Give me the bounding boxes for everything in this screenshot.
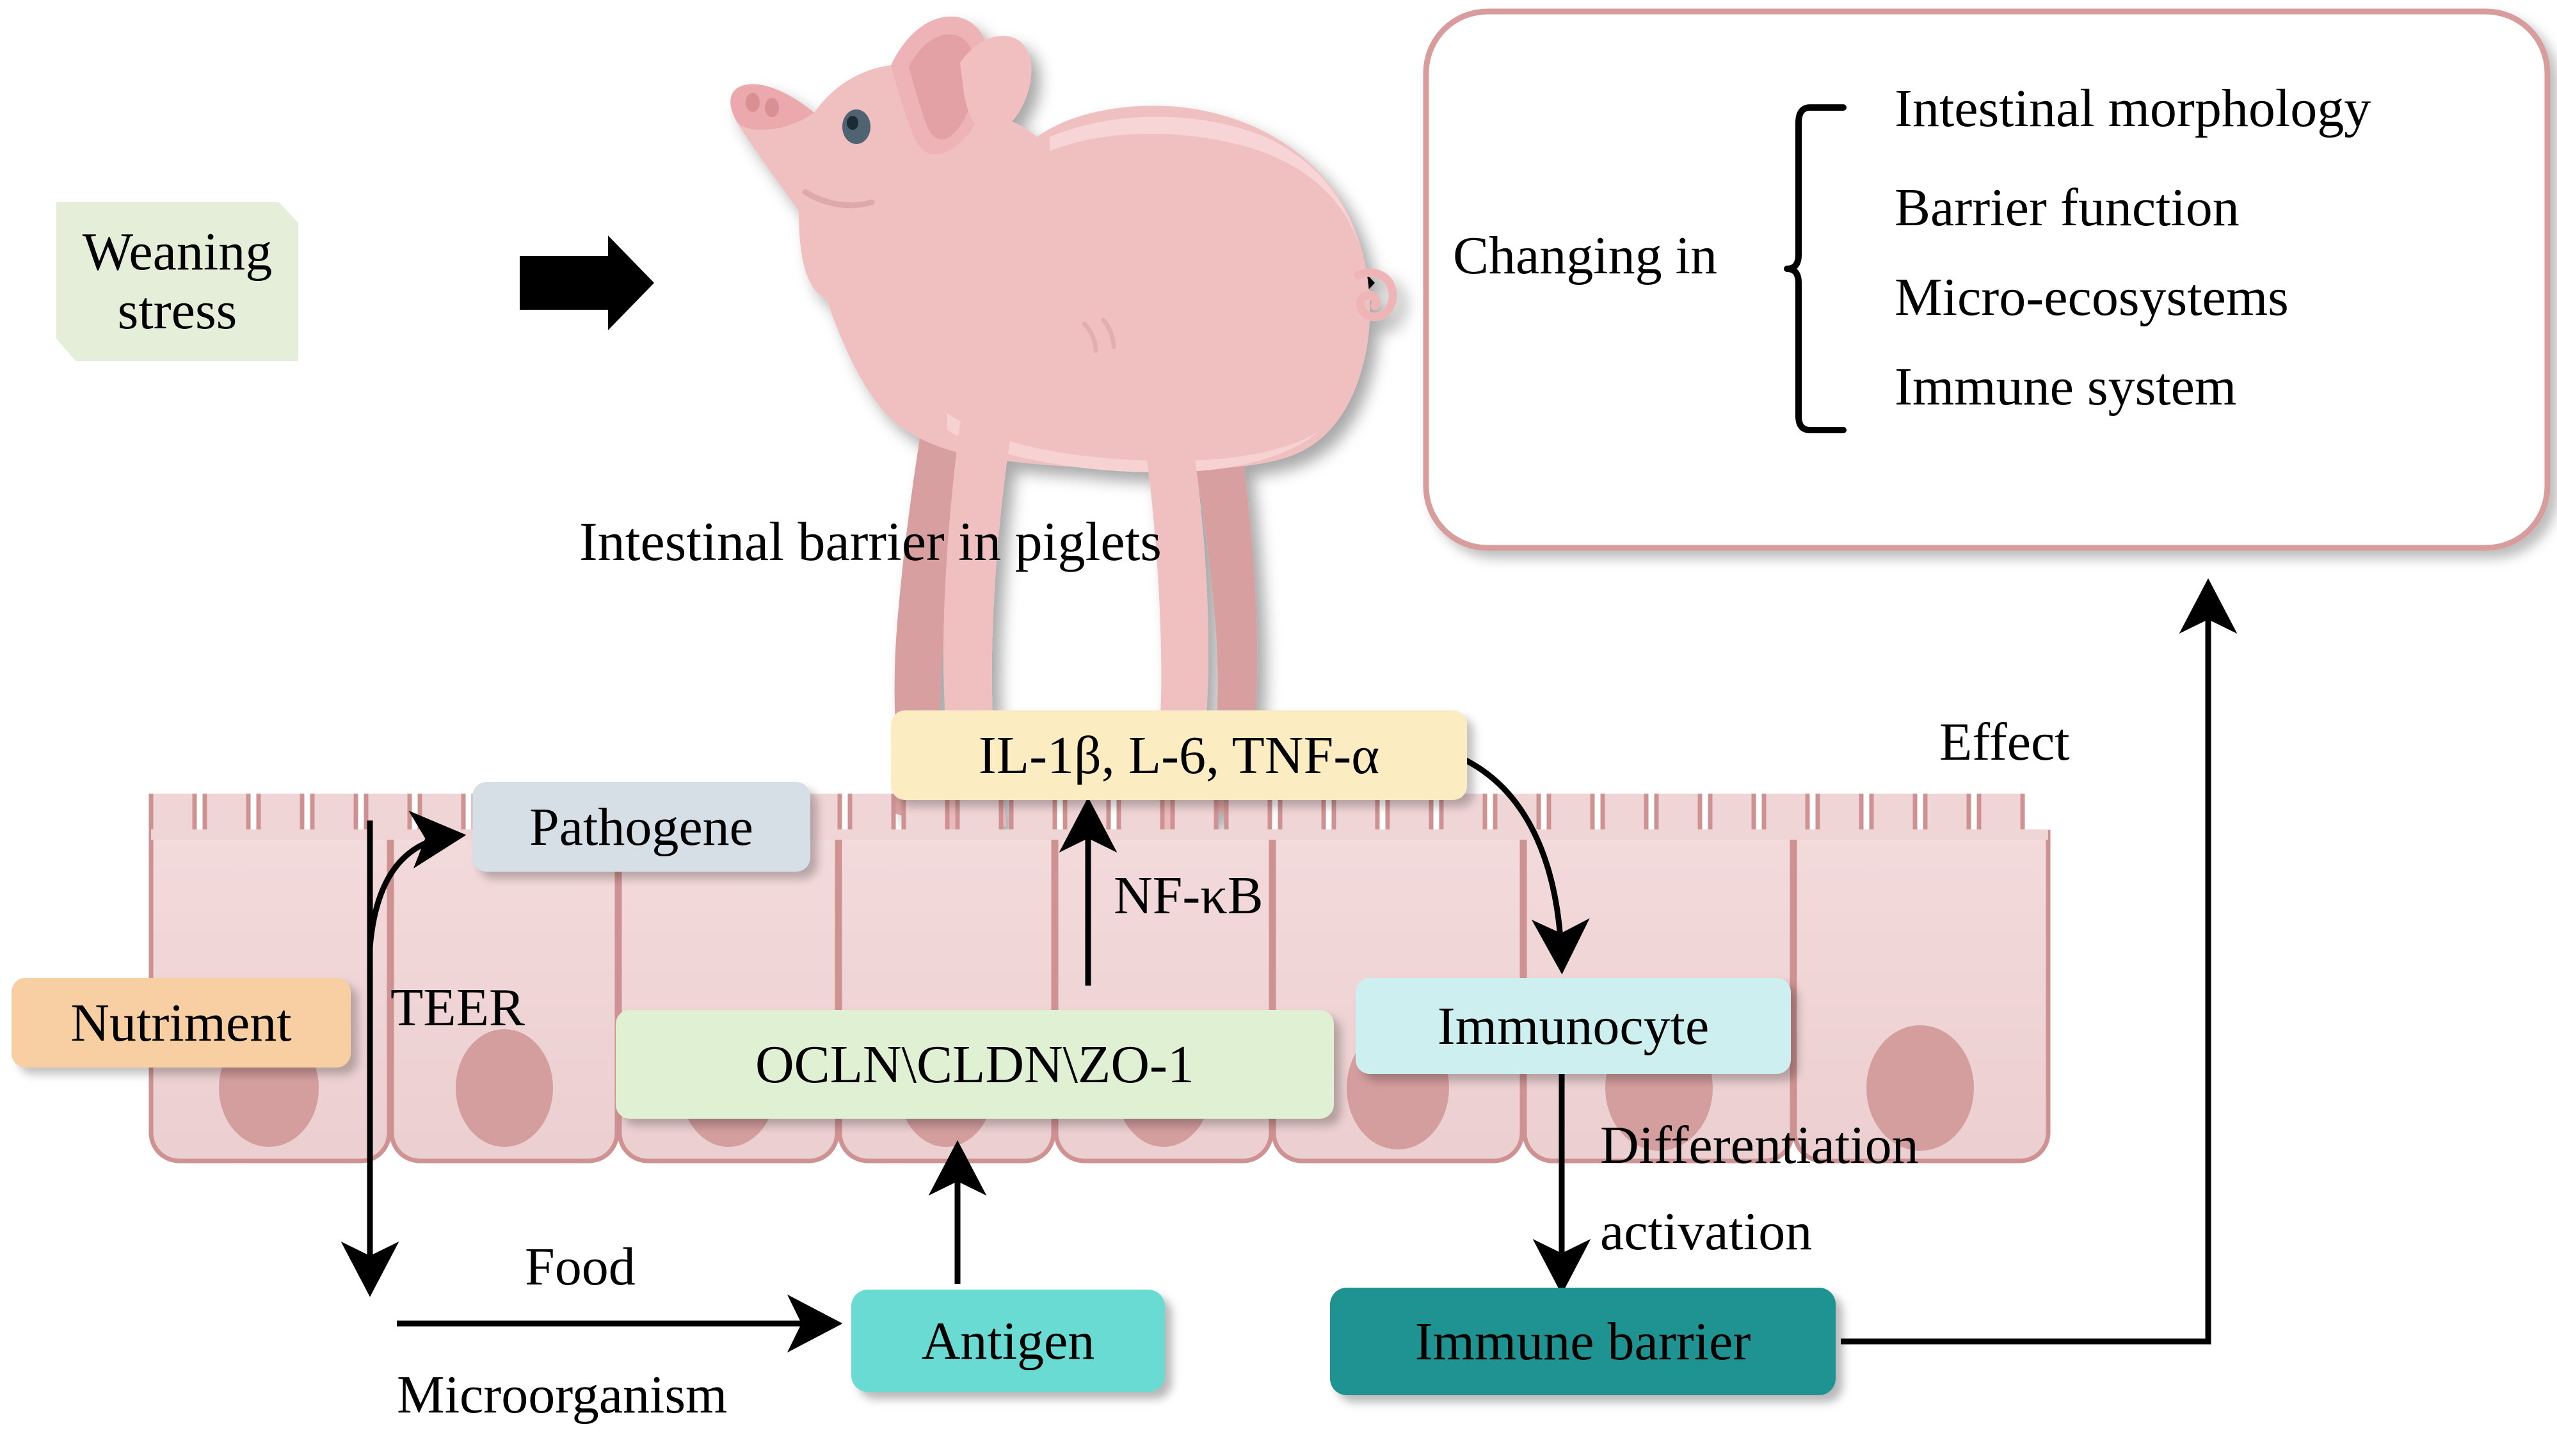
- cytokines-box[interactable]: IL-1β, L-6, TNF-α: [891, 710, 1467, 800]
- immunocyte-box[interactable]: Immunocyte: [1356, 978, 1791, 1074]
- activation-label: activation: [1600, 1202, 1813, 1261]
- change-item-barrier-function: Barrier function: [1895, 178, 2240, 237]
- weaning-stress-box[interactable]: Weaning stress: [56, 202, 298, 361]
- teer-label: TEER: [390, 978, 525, 1037]
- nutriment-box[interactable]: Nutriment: [12, 978, 351, 1068]
- change-item-intestinal-morphology: Intestinal morphology: [1895, 79, 2371, 138]
- arrow-weaning-to-pig: [520, 236, 654, 330]
- effect-label: Effect: [1939, 712, 2070, 772]
- antigen-box[interactable]: Antigen: [851, 1290, 1165, 1392]
- differentiation-label: Differentiation: [1600, 1116, 1919, 1175]
- tight-junction-box[interactable]: OCLN\CLDN\ZO-1: [616, 1010, 1334, 1119]
- brace-icon: [1784, 104, 1847, 433]
- weaning-line-1: Weaning: [82, 221, 273, 282]
- change-item-micro-ecosystems: Micro-ecosystems: [1895, 268, 2289, 327]
- immune-barrier-box[interactable]: Immune barrier: [1330, 1288, 1836, 1395]
- microorganism-label: Microorganism: [397, 1365, 728, 1425]
- pig-caption: Intestinal barrier in piglets: [579, 511, 1162, 572]
- change-item-immune-system: Immune system: [1895, 357, 2237, 417]
- nfkb-label: NF-κB: [1114, 866, 1263, 925]
- piglet-illustration: [730, 16, 1397, 831]
- pathogene-box[interactable]: Pathogene: [472, 782, 810, 872]
- arrow-effect-up: [1841, 578, 2238, 1345]
- changing-in-label: Changing in: [1453, 226, 1717, 285]
- changes-panel-frame: [1423, 8, 2551, 551]
- weaning-line-2: stress: [117, 281, 237, 340]
- food-label: Food: [525, 1237, 636, 1297]
- arrow-cytokine-to-immunocyte: [1450, 751, 1590, 975]
- arrow-to-pathogene: [367, 810, 467, 948]
